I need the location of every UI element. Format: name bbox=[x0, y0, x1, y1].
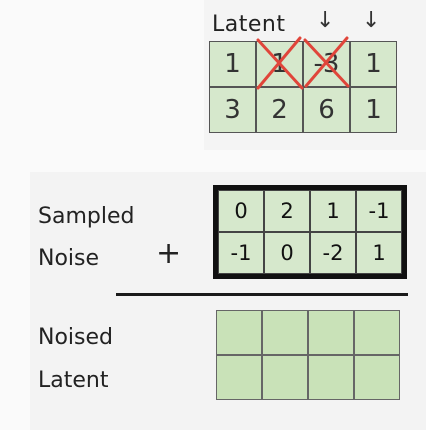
latent-grid: 1 1 -3 1 3 2 6 1 bbox=[209, 41, 397, 133]
latent-cell: -3 bbox=[303, 41, 350, 87]
latent-title: Latent bbox=[212, 12, 286, 37]
noised-cell bbox=[216, 355, 262, 400]
latent-cell: 3 bbox=[209, 87, 256, 133]
noised-latent-grid bbox=[216, 310, 400, 400]
latent-cell: 1 bbox=[350, 41, 397, 87]
latent-cell: 1 bbox=[350, 87, 397, 133]
noised-cell bbox=[216, 310, 262, 355]
down-arrow-icon: ↓ bbox=[362, 8, 381, 33]
sum-line bbox=[116, 293, 408, 296]
sampled-noise-label: Noise bbox=[38, 246, 100, 271]
noised-cell bbox=[354, 355, 400, 400]
latent-cell: 2 bbox=[256, 87, 303, 133]
noise-cell: -2 bbox=[310, 232, 356, 274]
noise-cell: -1 bbox=[356, 190, 402, 232]
sampled-noise-label: Sampled bbox=[38, 204, 135, 229]
latent-cell: 1 bbox=[209, 41, 256, 87]
noised-latent-label: Latent bbox=[38, 368, 109, 393]
noise-cell: 0 bbox=[218, 190, 264, 232]
noise-cell: 2 bbox=[264, 190, 310, 232]
noise-cell: 0 bbox=[264, 232, 310, 274]
latent-cell: 6 bbox=[303, 87, 350, 133]
noise-cell: 1 bbox=[356, 232, 402, 274]
noise-grid: 0 2 1 -1 -1 0 -2 1 bbox=[213, 185, 407, 279]
noised-cell bbox=[308, 310, 354, 355]
latent-cell: 1 bbox=[256, 41, 303, 87]
noised-cell bbox=[262, 355, 308, 400]
noise-cell: -1 bbox=[218, 232, 264, 274]
down-arrow-icon: ↓ bbox=[316, 8, 335, 33]
noised-cell bbox=[354, 310, 400, 355]
noised-cell bbox=[262, 310, 308, 355]
noised-cell bbox=[308, 355, 354, 400]
noise-cell: 1 bbox=[310, 190, 356, 232]
plus-operator: + bbox=[156, 236, 182, 271]
noised-latent-label: Noised bbox=[38, 325, 113, 350]
